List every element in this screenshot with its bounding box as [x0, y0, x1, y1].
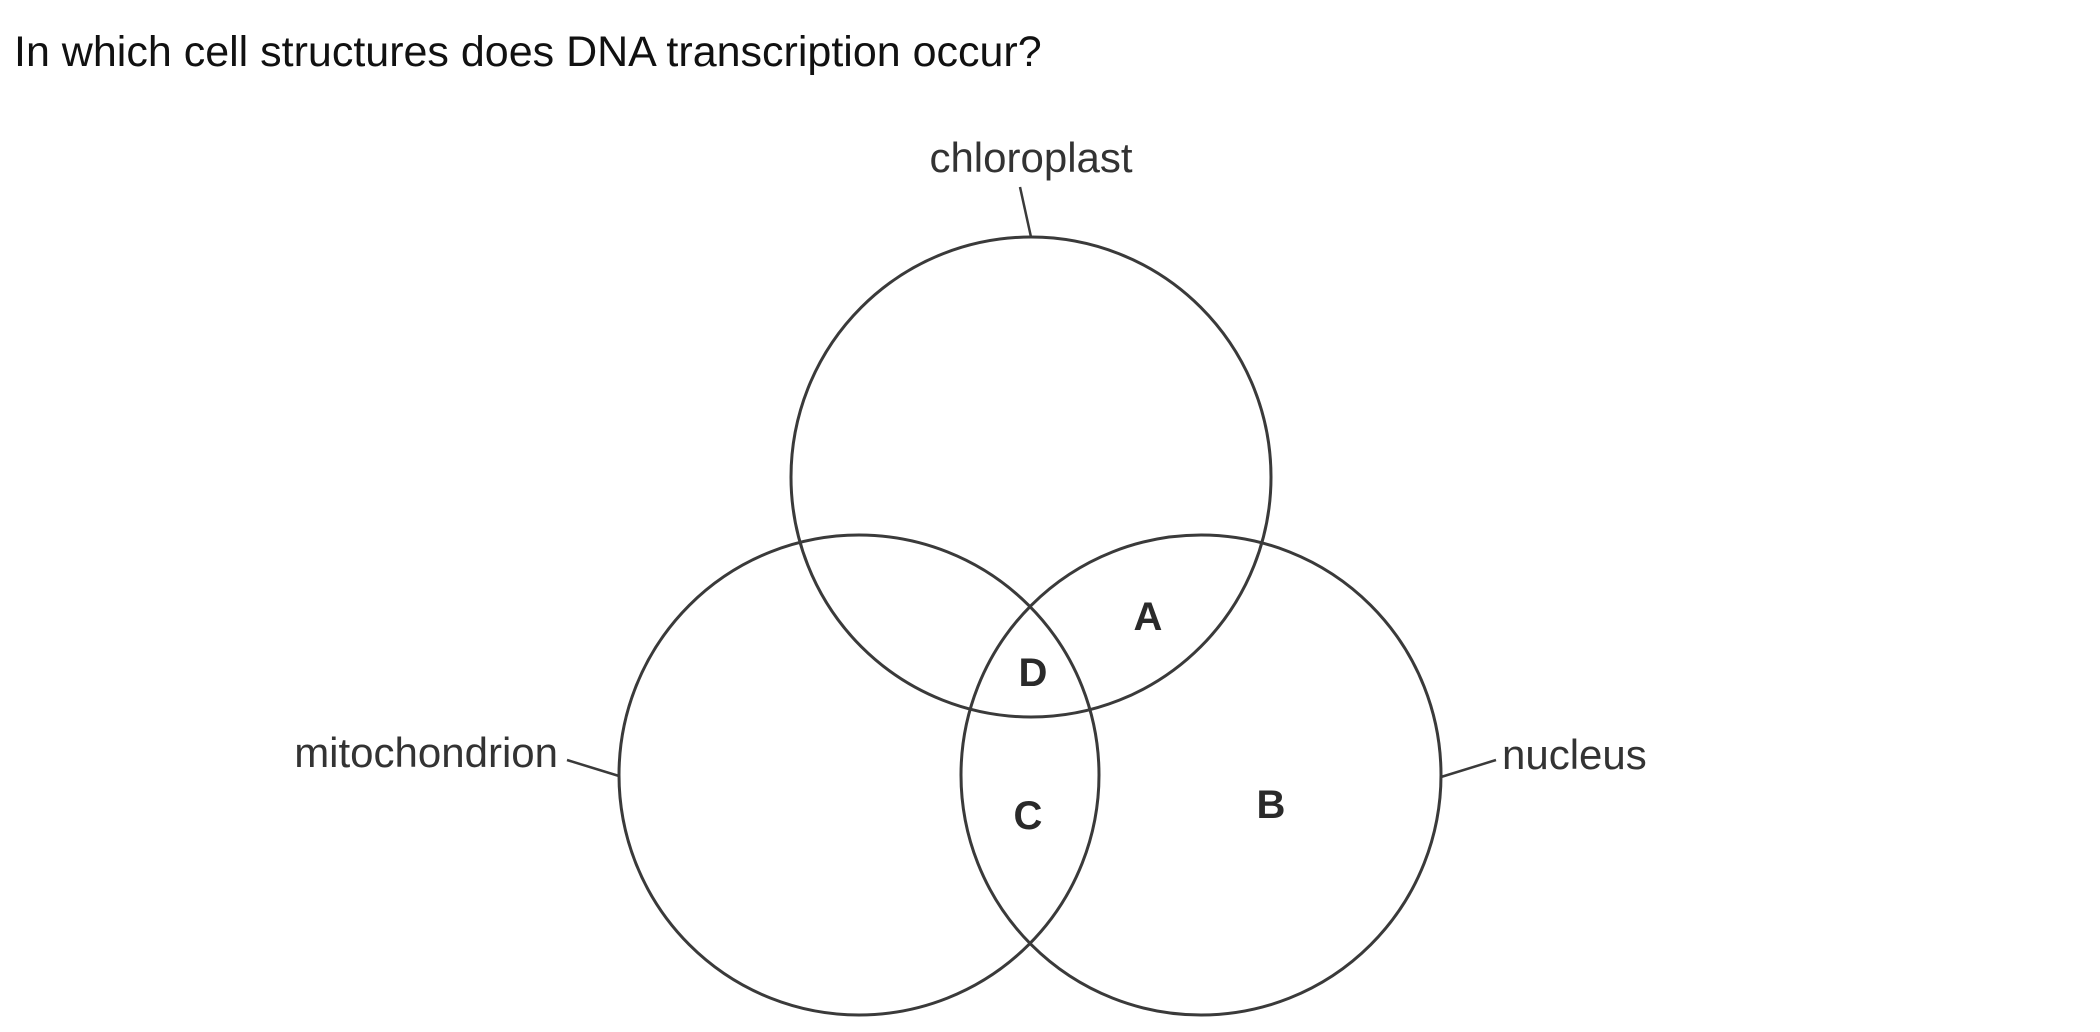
- chloroplast-label: chloroplast: [929, 134, 1132, 181]
- chloroplast-circle: [789, 235, 1273, 719]
- mitochondrion-circle: [617, 533, 1101, 1017]
- question-text: In which cell structures does DNA transc…: [14, 28, 1042, 76]
- nucleus-label: nucleus: [1502, 731, 1647, 778]
- chloroplast-leader-line: [1018, 186, 1033, 238]
- region-b-label: B: [1257, 783, 1286, 827]
- nucleus-circle: [959, 533, 1443, 1017]
- region-a-label: A: [1134, 595, 1163, 639]
- nucleus-leader-line: [1440, 758, 1497, 779]
- mitochondrion-leader-line: [566, 758, 620, 778]
- region-c-label: C: [1014, 794, 1043, 838]
- mitochondrion-label: mitochondrion: [294, 729, 558, 776]
- region-d-label: D: [1019, 651, 1048, 695]
